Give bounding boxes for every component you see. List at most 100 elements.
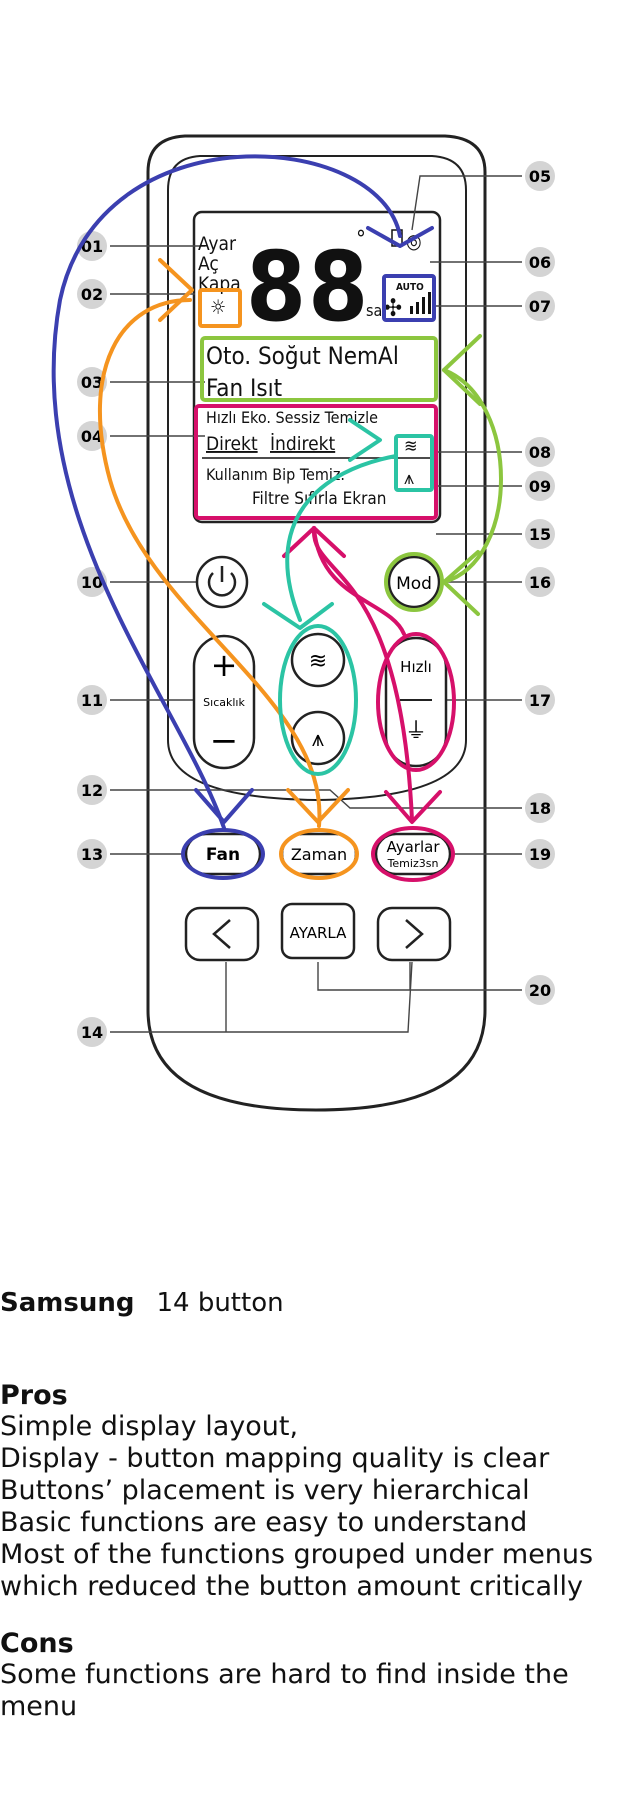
callout-number: 14 <box>81 1023 103 1042</box>
set-button-label: AYARLA <box>290 924 347 942</box>
callout-circle <box>525 437 555 467</box>
settings-button-sublabel: Temiz3sn <box>387 857 439 870</box>
settings-button-label: Ayarlar <box>386 838 440 856</box>
options-row-3: Kullanım Bip Temiz. <box>206 465 345 484</box>
remote-control-diagram: 0102030405060708091011121314151617181920… <box>51 134 555 1112</box>
callout-number: 01 <box>81 237 103 256</box>
callout-number: 18 <box>529 799 551 818</box>
callout-circle <box>77 775 107 805</box>
option-direkt: Direkt <box>206 433 258 455</box>
swing-vertical-button[interactable]: ⩚ <box>290 710 346 766</box>
set-button[interactable]: AYARLA <box>280 902 356 960</box>
callout-circle <box>77 279 107 309</box>
fan-button-label: Fan <box>206 845 240 865</box>
eco-plug-icon: ⏚ <box>405 719 427 744</box>
list-item: Basic functions are easy to understand <box>0 1507 528 1538</box>
left-arrow-button[interactable] <box>184 906 260 962</box>
teal-annotation-swing <box>262 418 434 776</box>
callout-number: 13 <box>81 845 103 864</box>
callout-circle <box>525 567 555 597</box>
list-item: Simple display layout, <box>0 1411 299 1442</box>
callout-number: 10 <box>81 573 103 592</box>
callout-number: 12 <box>81 781 103 800</box>
mode-button-label: Mod <box>396 574 432 594</box>
pros-section: Pros Simple display layout, Display - bu… <box>0 1380 620 1603</box>
sleep-icon: ☼ <box>210 295 226 319</box>
callout-circle <box>525 291 555 321</box>
brand-name: Samsung <box>0 1288 135 1318</box>
callout-circle <box>77 839 107 869</box>
list-item: Display - button mapping quality is clea… <box>0 1443 550 1474</box>
callout-circle <box>525 519 555 549</box>
plus-icon[interactable]: + <box>211 646 238 684</box>
callout-circle <box>525 685 555 715</box>
swing-vertical-icon: ⩚ <box>404 468 414 489</box>
fan-button[interactable]: Fan <box>184 832 262 876</box>
fast-eco-rocker[interactable]: Hızlı ⏚ <box>384 636 448 768</box>
right-arrow-button[interactable] <box>376 906 452 962</box>
temperature-rocker[interactable]: + Sıcaklık − <box>192 634 256 770</box>
list-item: Most of the functions grouped under menu… <box>0 1539 594 1602</box>
callout-circle <box>525 247 555 277</box>
callout-number: 15 <box>529 525 551 544</box>
temperature-digits: 88 <box>246 231 370 343</box>
minus-icon[interactable]: − <box>210 721 239 761</box>
callout-number: 04 <box>81 427 103 446</box>
label-ac: Aç <box>198 253 219 275</box>
caption: Samsung 14 button <box>0 1288 284 1318</box>
swing-horizontal-icon: ≋ <box>309 649 327 674</box>
swing-vertical-button-icon: ⩚ <box>312 727 324 752</box>
callout-number: 09 <box>529 477 551 496</box>
green-annotation-mode <box>200 334 503 616</box>
callout-number: 02 <box>81 285 103 304</box>
option-indirekt: İndirekt <box>270 432 336 455</box>
sicaklik-label: Sıcaklık <box>203 696 245 709</box>
callout-number: 20 <box>529 981 551 1000</box>
callout-circle <box>525 793 555 823</box>
modes-row-2: Fan Isıt <box>206 374 282 402</box>
callout-number: 05 <box>529 167 551 186</box>
callout-number: 06 <box>529 253 551 272</box>
cons-title: Cons <box>0 1628 74 1659</box>
degree-symbol: ° <box>356 227 366 252</box>
list-item: Some functions are hard to find inside t… <box>0 1659 569 1722</box>
callout-number: 19 <box>529 845 551 864</box>
orange-annotation-timer <box>97 258 359 880</box>
callout-number: 08 <box>529 443 551 462</box>
auto-label: AUTO <box>396 282 424 293</box>
cons-list: Some functions are hard to find inside t… <box>0 1659 620 1723</box>
pros-list: Simple display layout, Display - button … <box>0 1411 620 1603</box>
callout-circle <box>525 471 555 501</box>
modes-row-1: Oto. Soğut NemAl <box>206 342 399 370</box>
swing-icon: ≋ <box>404 436 418 457</box>
callout-circle <box>77 685 107 715</box>
lcd-screen <box>192 210 442 524</box>
chevron-left-icon <box>212 919 231 949</box>
power-button[interactable] <box>195 555 249 609</box>
blue-annotation-fan <box>51 154 436 880</box>
mode-button[interactable]: Mod <box>387 555 441 609</box>
timer-button-label: Zaman <box>291 845 347 864</box>
swing-horizontal-button[interactable]: ≋ <box>290 632 346 688</box>
callout-number: 07 <box>529 297 551 316</box>
callout-number: 11 <box>81 691 103 710</box>
label-ayar: Ayar <box>198 233 237 255</box>
cons-section: Cons Some functions are hard to find ins… <box>0 1628 620 1723</box>
fan-speed-icon: ✣ <box>384 294 402 322</box>
fan-bars-icon <box>410 292 431 314</box>
button-count: 14 button <box>156 1288 284 1318</box>
callout-circle <box>525 975 555 1005</box>
magenta-annotation-settings <box>194 404 456 882</box>
callout-circle <box>525 161 555 191</box>
pros-title: Pros <box>0 1380 68 1411</box>
options-row-4: Filtre Sıfırla Ekran <box>252 489 386 509</box>
settings-button[interactable]: Ayarlar Temiz3sn <box>374 832 452 876</box>
chevron-right-icon <box>405 919 424 949</box>
hizli-label: Hızlı <box>400 658 432 676</box>
timer-button[interactable]: Zaman <box>280 832 358 876</box>
callout-circle <box>525 839 555 869</box>
unit-sa: sa <box>366 301 382 320</box>
callout-number: 17 <box>529 691 551 710</box>
callout-circle <box>77 1017 107 1047</box>
